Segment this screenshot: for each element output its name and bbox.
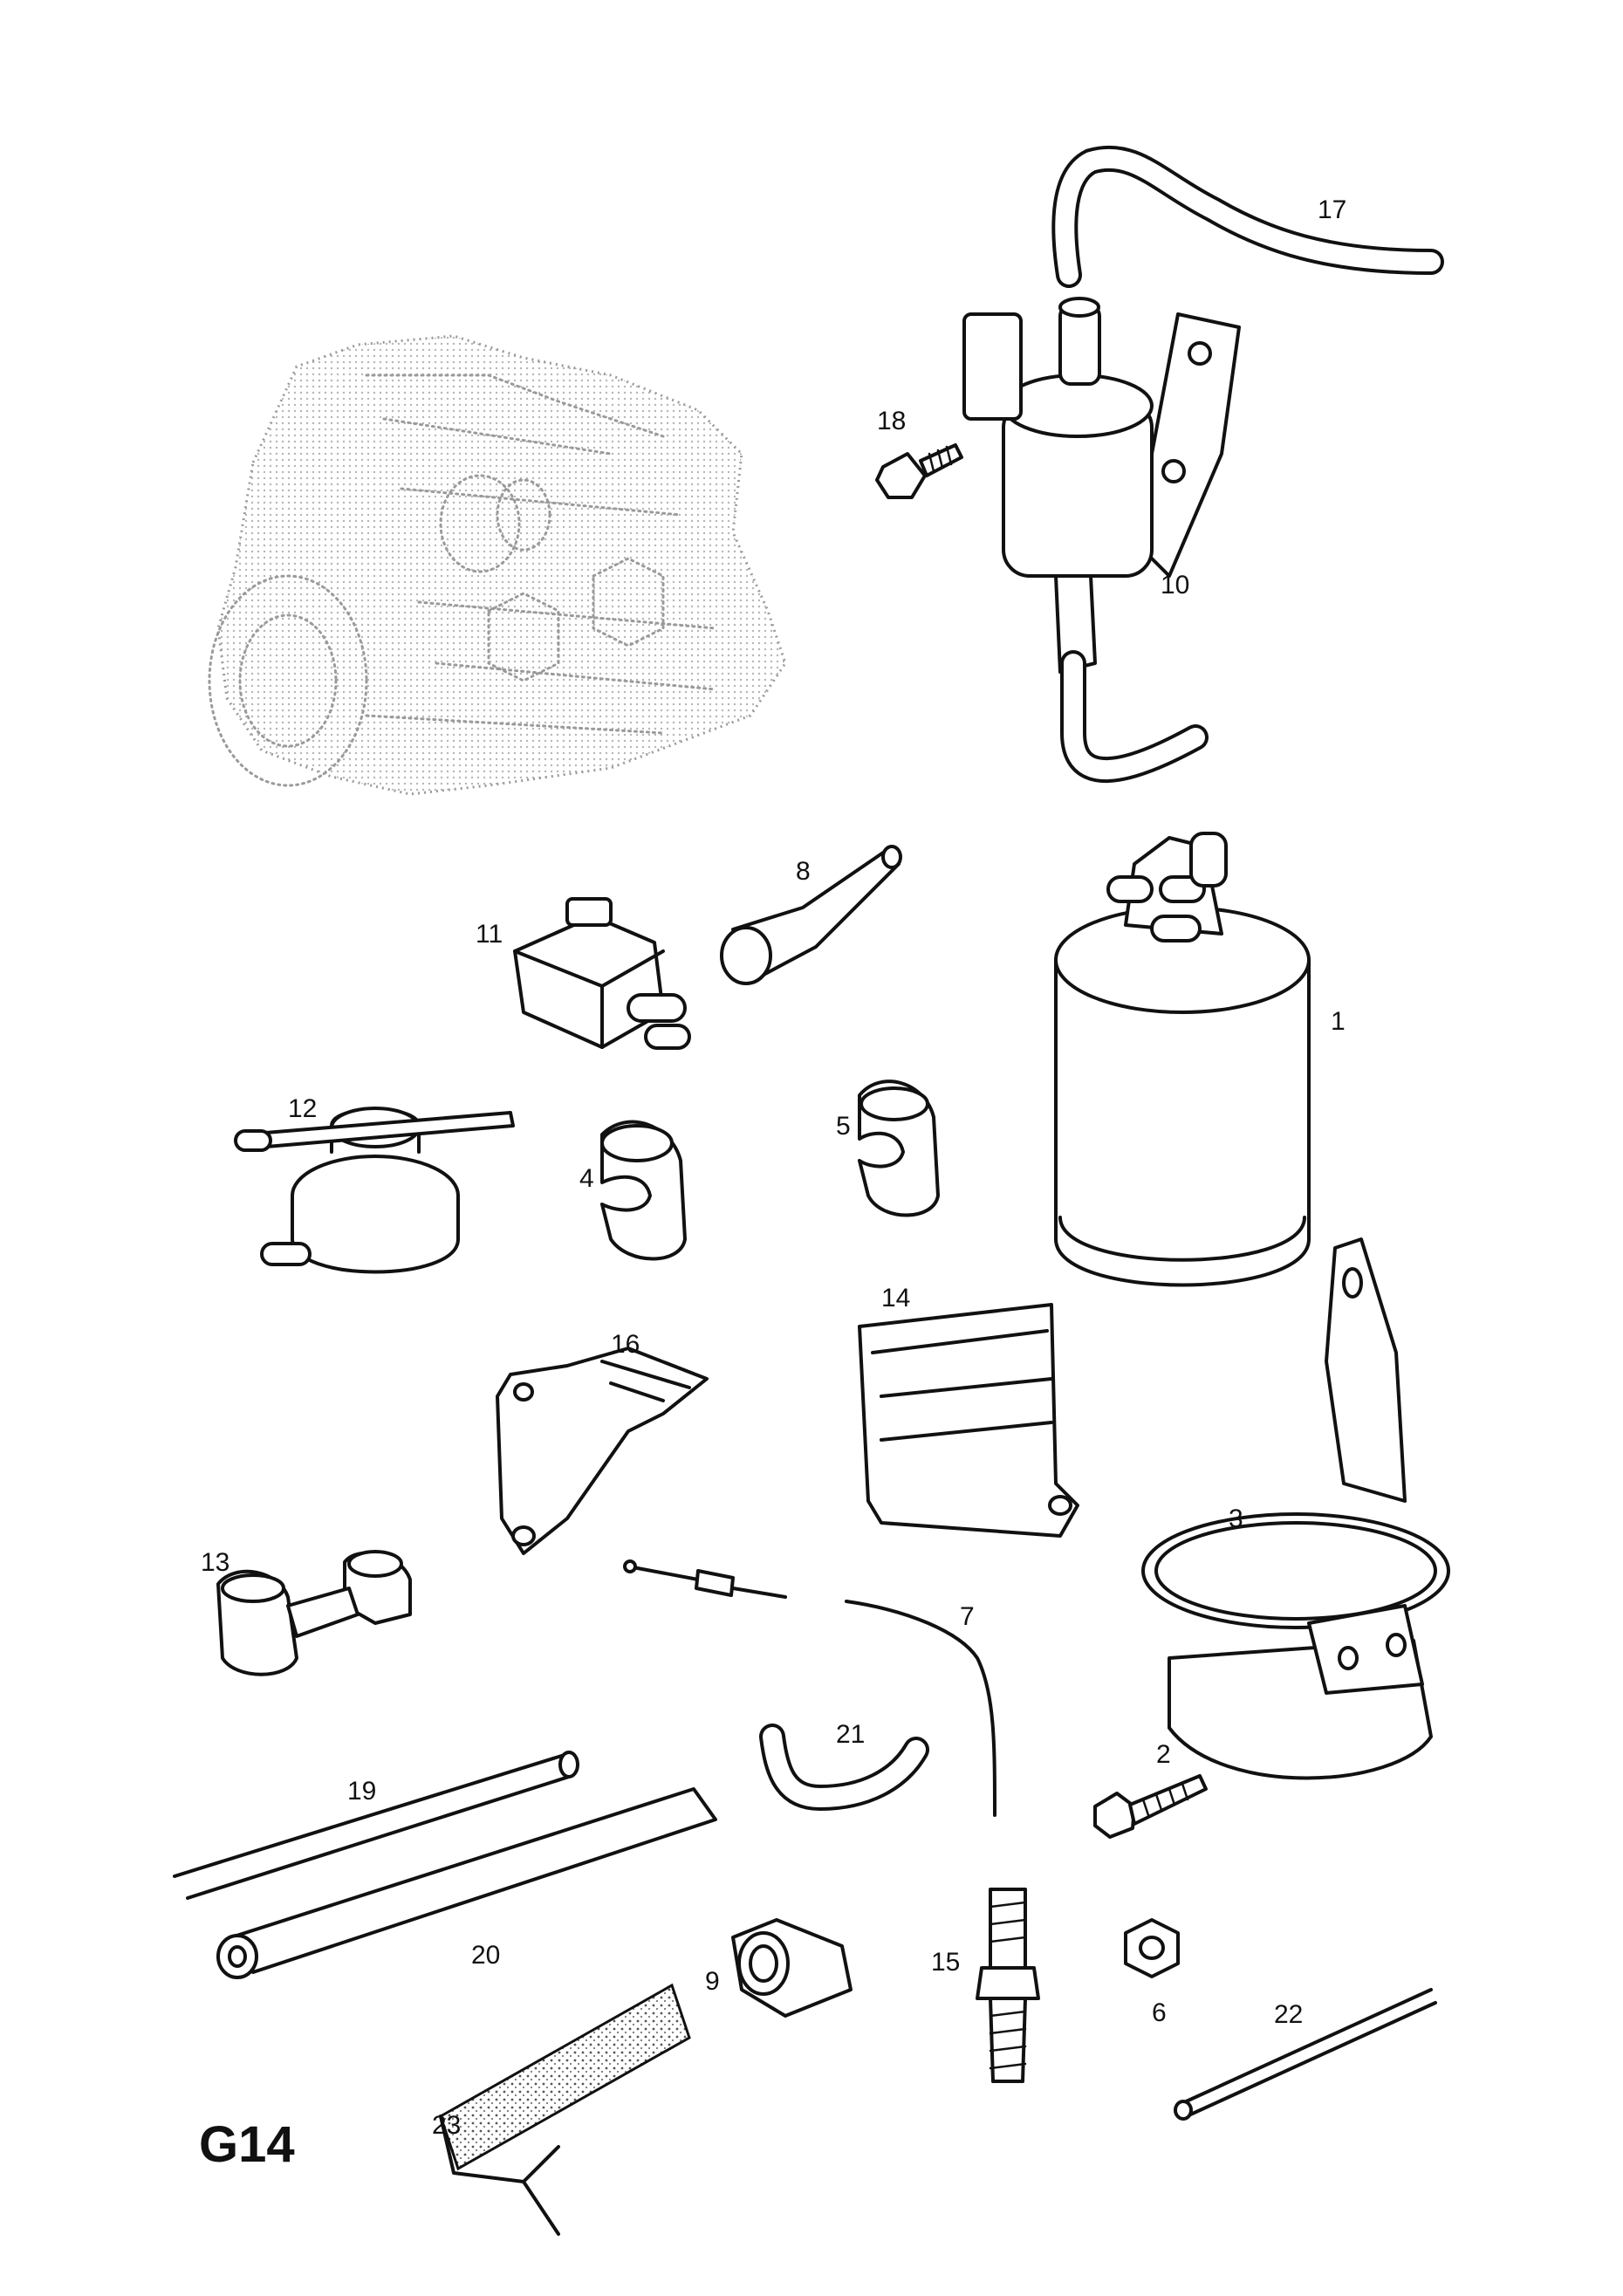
label-part-13: 13 [201, 1548, 229, 1577]
label-part-14: 14 [881, 1284, 910, 1312]
engine-outline [208, 334, 787, 796]
valve-outlet-hose [1060, 650, 1209, 784]
pipe-part-19 [173, 1751, 579, 1900]
double-clip [216, 1550, 412, 1676]
hose-connector [720, 845, 902, 985]
nut-part-6 [1124, 1918, 1180, 1978]
charcoal-canister [1054, 832, 1311, 1287]
stud-part-15 [976, 1888, 1040, 2083]
label-part-9: 9 [705, 1967, 720, 1996]
label-part-10: 10 [1161, 571, 1189, 600]
callout-labels: 17 18 10 8 11 1 12 5 4 14 16 3 13 7 21 2… [201, 195, 1346, 2140]
foam-strip [439, 1983, 691, 2236]
hose-part-20 [216, 1787, 717, 1979]
clip-part-5 [858, 1079, 940, 1217]
label-part-12: 12 [288, 1094, 317, 1123]
bolt-part-2 [1093, 1774, 1208, 1839]
vacuum-hose [1051, 145, 1444, 288]
label-part-19: 19 [347, 1777, 376, 1806]
label-part-1: 1 [1331, 1007, 1346, 1036]
vacuum-pipe [623, 1559, 996, 1817]
label-part-7: 7 [960, 1602, 975, 1631]
label-part-17: 17 [1318, 195, 1346, 224]
label-part-5: 5 [836, 1112, 851, 1141]
label-part-6: 6 [1152, 1998, 1167, 2027]
canister-strap [1141, 1237, 1450, 1780]
label-part-11: 11 [476, 920, 503, 949]
label-part-16: 16 [611, 1330, 640, 1359]
screw-part-18 [875, 443, 963, 499]
label-part-22: 22 [1274, 2000, 1303, 2029]
label-part-18: 18 [877, 407, 906, 435]
two-way-valve [513, 897, 691, 1050]
label-part-21: 21 [836, 1720, 865, 1749]
hose-part-21 [759, 1724, 929, 1812]
diaphragm-valve [234, 1107, 515, 1274]
label-part-3: 3 [1229, 1504, 1243, 1533]
label-part-4: 4 [579, 1164, 594, 1193]
grommet-part-9 [731, 1918, 853, 2018]
clip-part-4 [600, 1120, 687, 1261]
label-part-20: 20 [471, 1941, 500, 1970]
label-part-8: 8 [796, 857, 811, 886]
diagram-code: G14 [199, 2116, 295, 2173]
bracket-part-16 [496, 1347, 709, 1555]
label-part-15: 15 [931, 1948, 960, 1977]
purge-valve [962, 297, 1241, 674]
pipe-part-22 [1174, 1988, 1437, 2121]
bracket-part-14 [858, 1303, 1079, 1538]
label-part-2: 2 [1156, 1740, 1171, 1769]
label-part-23: 23 [432, 2111, 461, 2140]
